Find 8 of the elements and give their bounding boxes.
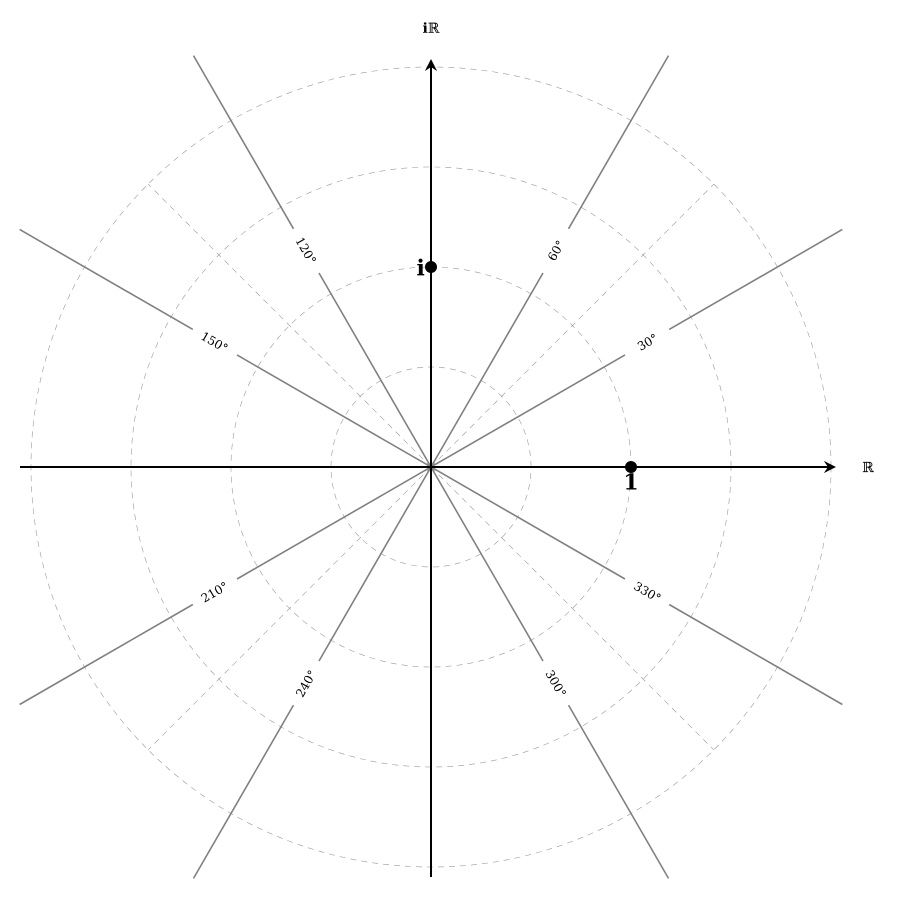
- angle-label: 60°: [548, 240, 561, 260]
- angle-label: 330°: [634, 582, 661, 599]
- angle-label: 30°: [637, 334, 655, 350]
- point-label: 1: [626, 473, 636, 490]
- axis-label: iℝ: [423, 22, 440, 33]
- axis-label: ℝ: [862, 462, 874, 472]
- angle-label: 150°: [201, 332, 228, 349]
- point-label: i: [417, 258, 424, 276]
